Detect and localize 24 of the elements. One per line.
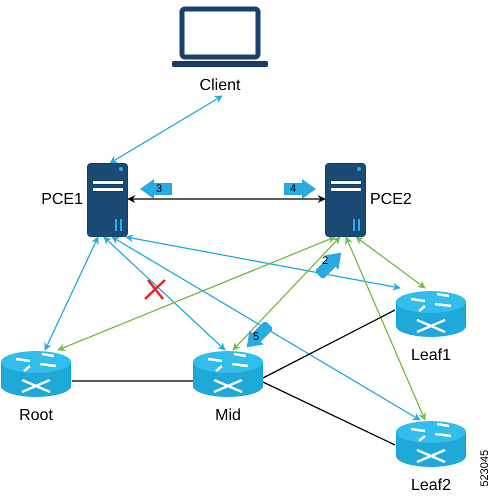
arrow [103,236,226,351]
node-label: Client [200,76,240,96]
step-number: 3 [156,184,162,195]
arrow [57,236,336,351]
node-label: Mid [215,406,241,426]
node-label: Leaf1 [410,346,452,366]
node-label: PCE2 [370,190,412,210]
link-line [72,380,193,382]
arrow [125,234,401,291]
arrow [345,236,426,421]
arrow [232,236,341,351]
arrow [109,95,223,164]
arrow [111,236,421,421]
arrow [44,236,99,351]
link-line [262,309,396,379]
figure-number: 523045 [478,450,492,487]
node-label: Root [19,406,53,426]
link-line [262,381,396,446]
step-number: 5 [253,332,260,343]
arrow [127,195,326,203]
step-number: 4 [290,184,296,195]
node-label: PCE1 [41,190,83,210]
node-label: Leaf2 [410,476,452,496]
arrow [355,236,426,289]
